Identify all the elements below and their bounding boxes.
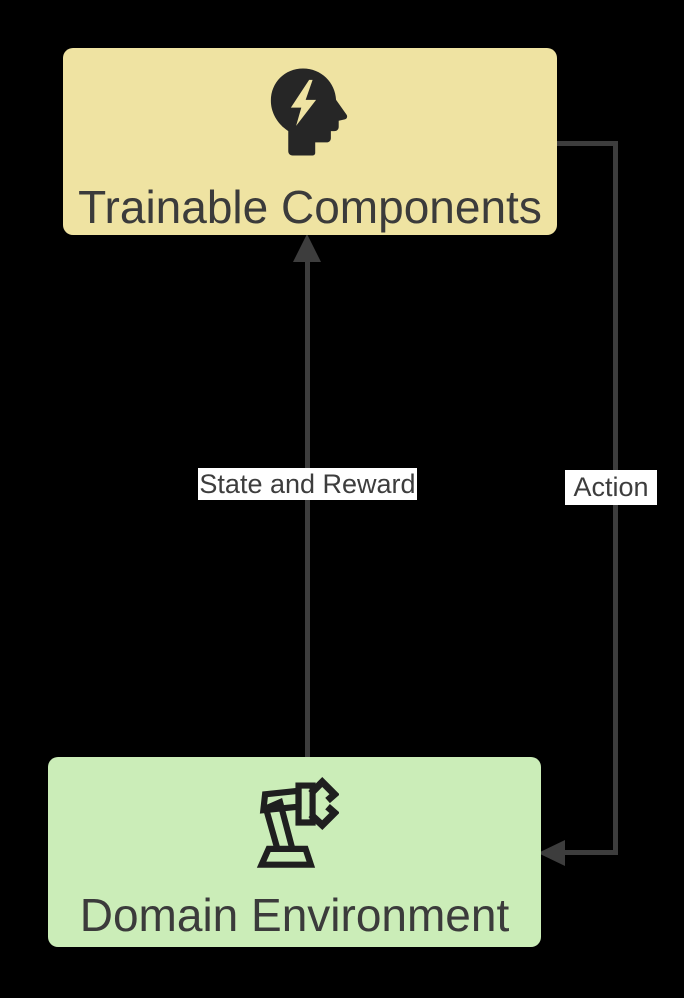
state-reward-edge-line	[305, 260, 310, 757]
arrowhead-up-icon	[293, 234, 321, 262]
state-reward-label: State and Reward	[198, 468, 417, 500]
action-label: Action	[565, 470, 657, 505]
arrowhead-left-icon	[538, 840, 565, 866]
domain-environment-node: Domain Environment	[48, 757, 541, 947]
node-label: Domain Environment	[79, 889, 510, 942]
trainable-components-node: Trainable Components	[63, 48, 557, 235]
action-edge-line-bottom	[564, 850, 618, 855]
node-label: Trainable Components	[78, 181, 542, 234]
robot-arm-icon	[251, 775, 340, 875]
head-lightning-icon	[270, 62, 350, 167]
action-edge-line-top	[557, 141, 618, 146]
